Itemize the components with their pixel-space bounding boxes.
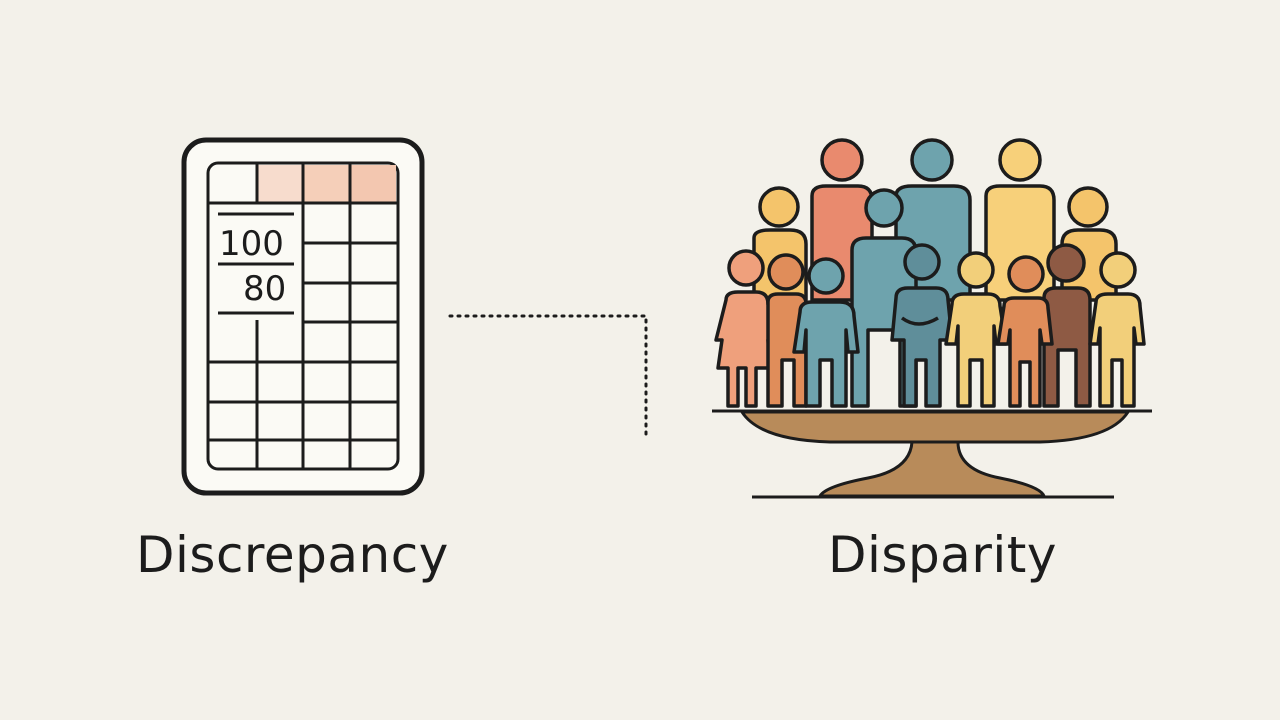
person-figure [1088,251,1146,408]
header-cell [304,165,349,203]
value-bottom: 80 [243,269,286,309]
scale-bowl [739,410,1131,444]
people-group-icon [714,138,1146,408]
person-figure [890,243,954,408]
header-cell [351,165,396,203]
person-figure [1042,243,1092,408]
disparity-label: Disparity [828,526,1057,584]
person-figure [996,255,1054,408]
person-figure [792,257,860,408]
spreadsheet-icon: 100 80 [181,137,425,496]
person-figure [944,251,1008,408]
person-figure [766,253,808,408]
discrepancy-label: Discrepancy [136,526,449,584]
balance-scale-icon [712,409,1152,499]
header-cell [258,165,302,203]
grid-lines [208,163,398,469]
dotted-connector [448,314,648,442]
person-figure [850,188,918,408]
scale-stand [817,440,1047,498]
person-figure [714,249,778,408]
value-top: 100 [219,224,284,264]
